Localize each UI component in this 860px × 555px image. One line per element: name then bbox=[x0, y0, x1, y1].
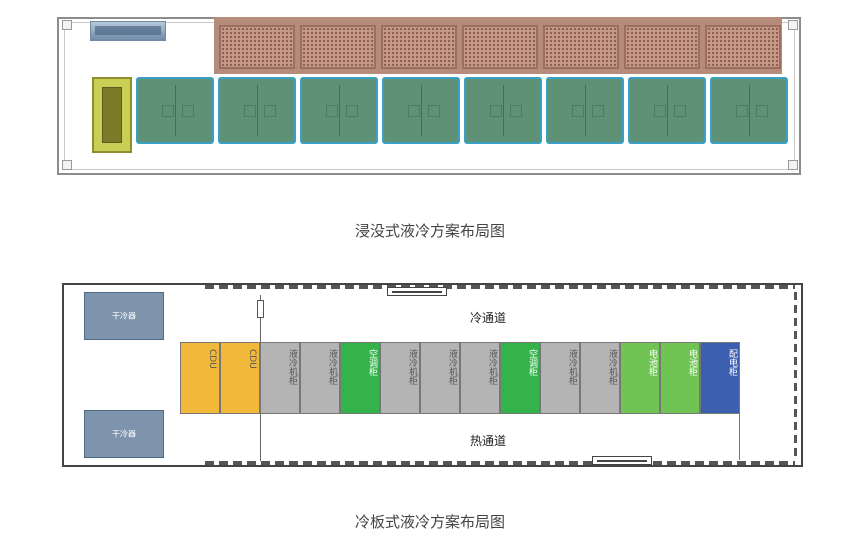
dry-cooler-unit bbox=[705, 25, 781, 69]
cabinet: 电池柜 bbox=[620, 342, 660, 414]
cabinet-label: 液冷机柜 bbox=[407, 349, 417, 385]
dry-cooler-unit bbox=[300, 25, 376, 69]
cabinet-label: 液冷机柜 bbox=[287, 349, 297, 385]
immersion-cdu bbox=[92, 77, 132, 153]
immersion-tank bbox=[628, 77, 706, 144]
container-corner bbox=[62, 20, 72, 30]
partition-valve bbox=[257, 300, 264, 318]
cabinet-label: 液冷机柜 bbox=[487, 349, 497, 385]
dry-cooler-unit bbox=[624, 25, 700, 69]
cabinet: 液冷机柜 bbox=[260, 342, 300, 414]
control-cabinet-panel bbox=[95, 26, 161, 35]
container-wall-right bbox=[794, 292, 797, 460]
immersion-tank bbox=[218, 77, 296, 144]
cabinet: 液冷机柜 bbox=[540, 342, 580, 414]
cabinet: 配电柜 bbox=[700, 342, 740, 414]
door-bottom bbox=[592, 456, 652, 465]
immersion-tank bbox=[710, 77, 788, 144]
cabinet: 液冷机柜 bbox=[580, 342, 620, 414]
immersion-tank bbox=[382, 77, 460, 144]
cabinet-label: 电池柜 bbox=[687, 349, 697, 376]
cabinet-label: 空调柜 bbox=[367, 349, 377, 376]
cabinet: CDU bbox=[180, 342, 220, 414]
dry-cooler-unit bbox=[381, 25, 457, 69]
cabinet: CDU bbox=[220, 342, 260, 414]
hot-aisle-label: 热通道 bbox=[470, 434, 507, 448]
cabinet: 液冷机柜 bbox=[300, 342, 340, 414]
immersion-tank bbox=[464, 77, 542, 144]
container-wall-bottom bbox=[205, 461, 795, 465]
dry-cooler-unit bbox=[543, 25, 619, 69]
cabinet: 空调柜 bbox=[340, 342, 380, 414]
dry-cooler-bottom: 干冷器 bbox=[84, 410, 164, 458]
cabinet: 液冷机柜 bbox=[420, 342, 460, 414]
immersion-tank bbox=[546, 77, 624, 144]
container-corner bbox=[62, 160, 72, 170]
cabinet: 电池柜 bbox=[660, 342, 700, 414]
cabinet: 空调柜 bbox=[500, 342, 540, 414]
cabinet-label: 液冷机柜 bbox=[447, 349, 457, 385]
coldplate-caption: 冷板式液冷方案布局图 bbox=[354, 513, 505, 531]
cabinet-label: CDU bbox=[247, 349, 257, 369]
cabinet-label: 液冷机柜 bbox=[607, 349, 617, 385]
container-wall-top bbox=[205, 285, 795, 289]
cabinet-label: 液冷机柜 bbox=[327, 349, 337, 385]
cabinet-label: 配电柜 bbox=[727, 349, 737, 376]
dry-cooler-unit bbox=[219, 25, 295, 69]
cold-aisle-label: 冷通道 bbox=[470, 311, 507, 325]
cabinet-label: 空调柜 bbox=[527, 349, 537, 376]
cabinet-label: CDU bbox=[207, 349, 217, 369]
cabinet: 液冷机柜 bbox=[380, 342, 420, 414]
immersion-caption: 浸没式液冷方案布局图 bbox=[354, 222, 505, 240]
cabinet: 液冷机柜 bbox=[460, 342, 500, 414]
immersion-tank bbox=[300, 77, 378, 144]
immersion-tank bbox=[136, 77, 214, 144]
dry-cooler-top: 干冷器 bbox=[84, 292, 164, 340]
dry-cooler-unit bbox=[462, 25, 538, 69]
door-top bbox=[387, 287, 447, 296]
cabinet-label: 电池柜 bbox=[647, 349, 657, 376]
container-corner bbox=[788, 20, 798, 30]
cabinet-label: 液冷机柜 bbox=[567, 349, 577, 385]
container-corner bbox=[788, 160, 798, 170]
